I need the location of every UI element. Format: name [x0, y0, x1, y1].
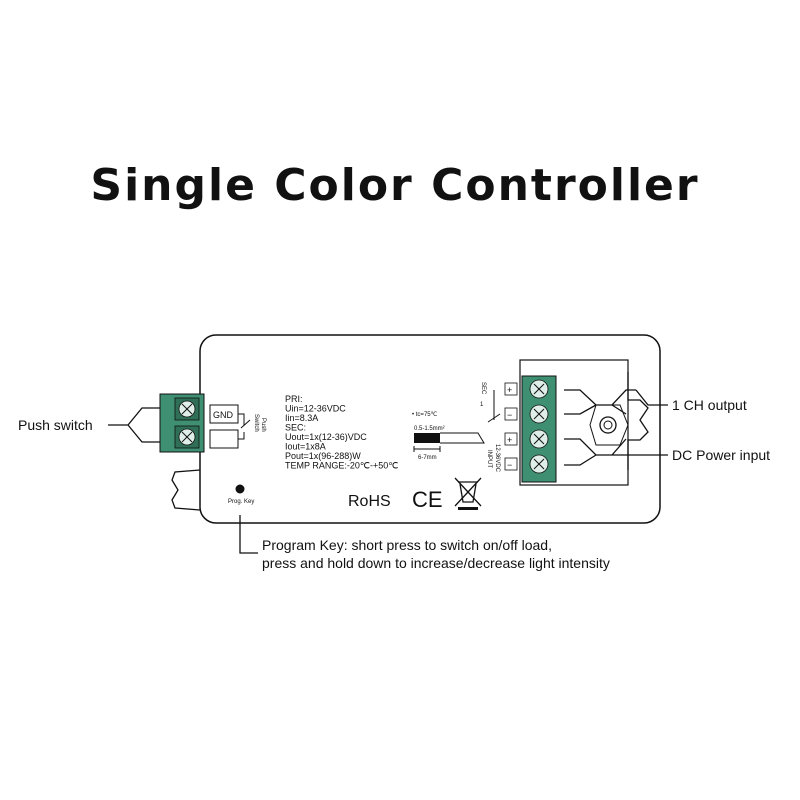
spec-line: Uout=1x(12-36)VDC — [285, 432, 367, 442]
mounting-ear-left — [171, 469, 201, 511]
program-key-callout-1: Program Key: short press to switch on/of… — [262, 537, 552, 553]
tc-label: • tc=75℃ — [412, 412, 438, 418]
terminal-screw — [529, 429, 549, 449]
dc-power-leader — [564, 438, 668, 466]
terminal-frame — [519, 359, 629, 486]
prog-key-button — [235, 484, 245, 494]
terminal-screw — [529, 379, 549, 399]
polarity-markers: + − + − — [504, 382, 518, 471]
ch-output-leader — [564, 389, 668, 415]
push-switch-label-2: Switch — [253, 414, 259, 432]
spec-line: Iout=1x8A — [285, 442, 326, 452]
spec-line: Pout=1x(96-288)W — [285, 451, 361, 461]
spec-line: TEMP RANGE:-20℃-+50℃ — [285, 461, 398, 471]
push-switch-leader — [108, 407, 160, 443]
input-label: INPUT — [486, 450, 492, 468]
input-voltage: 12-36VDC — [494, 444, 500, 473]
sec-label: SEC — [480, 382, 486, 395]
spec-line: SEC: — [285, 423, 306, 433]
push-switch-terminal — [159, 393, 205, 453]
wire-gauge-label: 0.5-1.5mm² — [414, 426, 445, 432]
terminal-screw — [529, 454, 549, 474]
dc-power-callout: DC Power input — [672, 447, 770, 463]
strip-length-label: 6-7mm — [418, 455, 437, 461]
program-key-callout-2: press and hold down to increase/decrease… — [262, 555, 610, 571]
wire-strip-icon — [413, 432, 485, 452]
sec-channel: 1 — [480, 402, 484, 408]
spec-line: Iin=8.3A — [285, 413, 318, 423]
gnd-label: GND — [213, 410, 234, 420]
spec-line: PRI: — [285, 394, 303, 404]
ch-output-callout: 1 CH output — [672, 397, 747, 413]
rohs-mark: RoHS — [348, 493, 391, 510]
prog-key-label: Prog. Key — [228, 499, 254, 505]
mounting-hole-right — [599, 416, 617, 434]
spec-line: Uin=12-36VDC — [285, 404, 346, 414]
weee-bin-icon — [454, 477, 482, 510]
svg-text:+: + — [507, 385, 512, 395]
push-switch-callout: Push switch — [18, 417, 93, 433]
spec-list: PRI:Uin=12-36VDCIin=8.3ASEC:Uout=1x(12-3… — [285, 394, 398, 471]
page-title: Single Color Controller — [90, 160, 699, 211]
ce-mark: CE — [412, 487, 443, 512]
output-input-terminal — [521, 375, 557, 483]
svg-text:+: + — [507, 435, 512, 445]
mounting-ear-right — [627, 372, 649, 470]
push-switch-label-1: Push — [260, 418, 266, 432]
terminal-screw — [529, 404, 549, 424]
svg-text:−: − — [507, 410, 512, 420]
switch-box — [209, 429, 239, 449]
program-key-leader — [239, 515, 258, 554]
svg-text:−: − — [507, 460, 512, 470]
